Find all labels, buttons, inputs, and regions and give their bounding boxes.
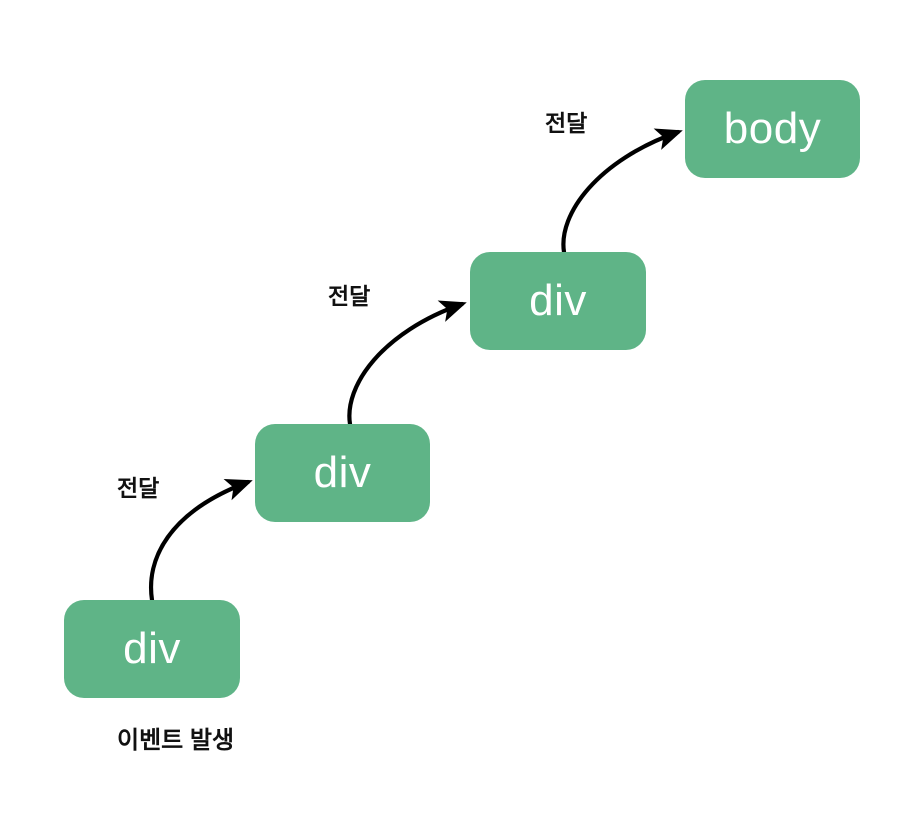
node-div-parent-1[interactable]: div [255,424,430,522]
node-label: body [723,104,822,153]
node-label: div [529,276,587,325]
arrow-path-edge-3 [561,128,683,255]
node-body[interactable]: body [685,80,860,178]
node-div-source[interactable]: div [64,600,240,698]
node-label: div [123,624,181,673]
arrow-path-edge-2 [347,300,467,427]
edge-label-2: 전달 [328,283,371,309]
node-label: div [313,448,372,497]
arrow-path-edge-1 [149,479,253,603]
edge-label-3: 전달 [545,110,588,136]
edge-label-1: 전달 [117,475,160,501]
node-div-parent-2[interactable]: div [470,252,646,350]
caption-event-origin: 이벤트 발생 [117,727,235,754]
